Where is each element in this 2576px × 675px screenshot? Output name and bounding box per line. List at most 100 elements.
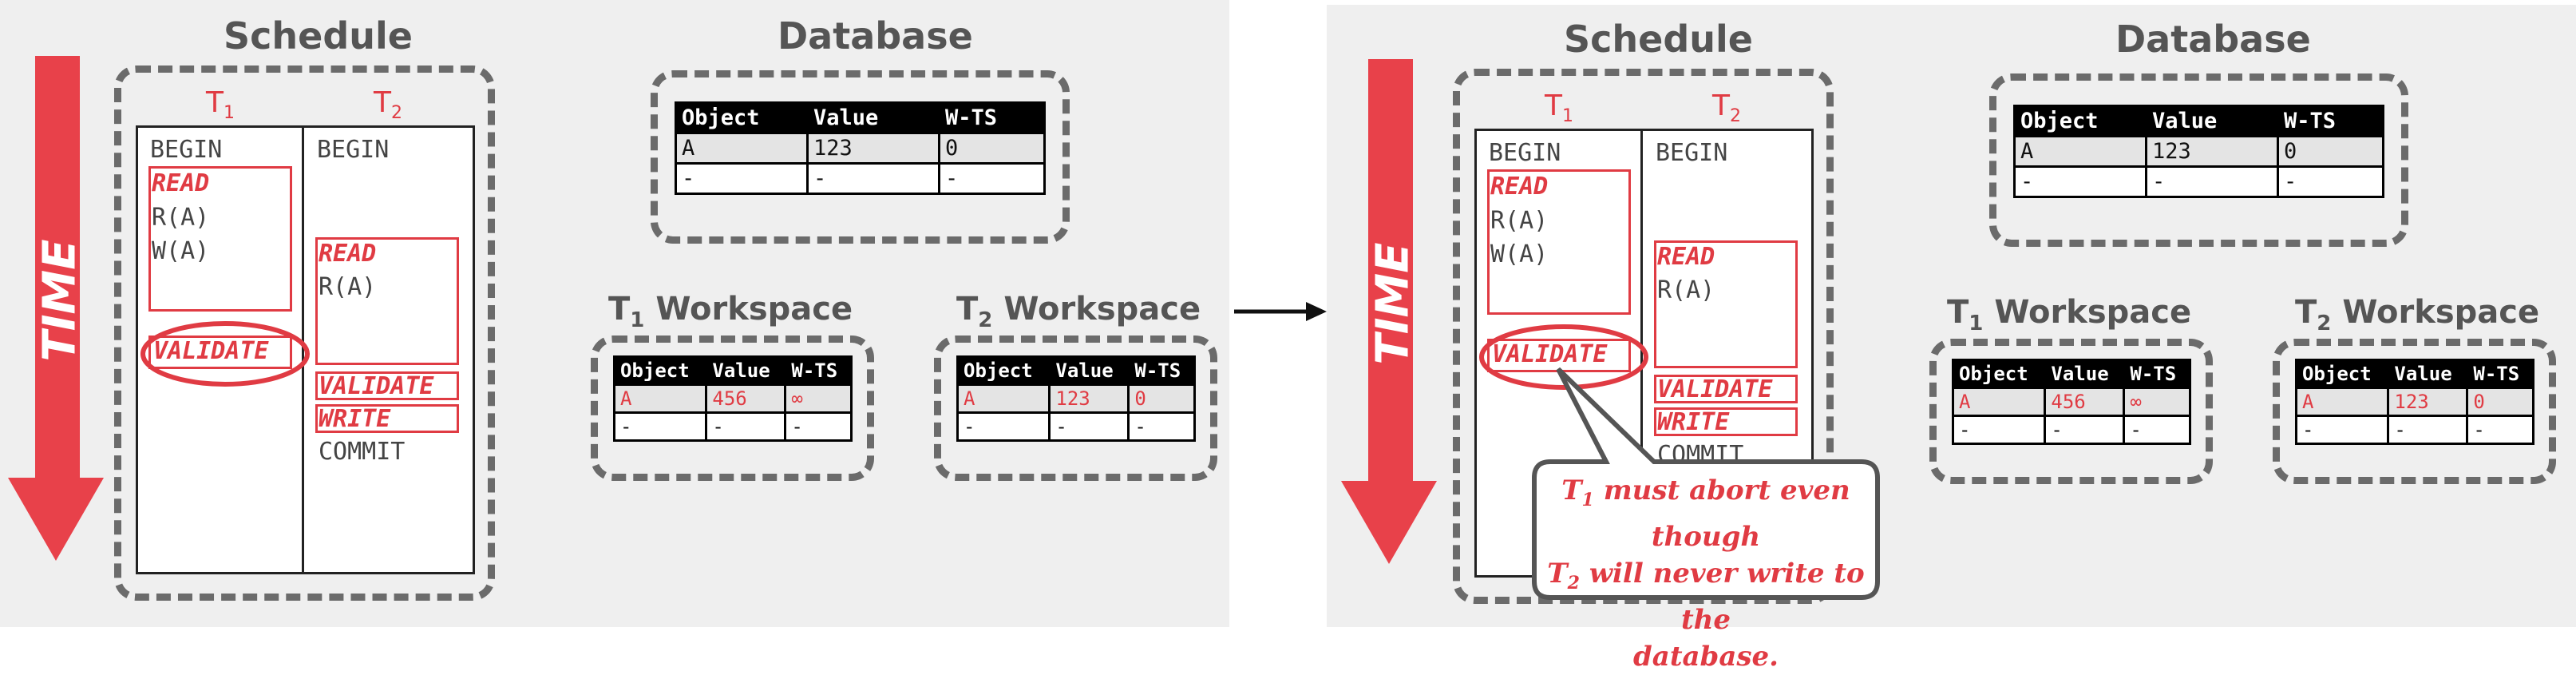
col-object: Object: [1951, 359, 2047, 389]
t1-validate: VALIDATE: [153, 337, 269, 365]
cell: 456: [2044, 387, 2126, 417]
t1-validate-highlight-icon: [1479, 324, 1648, 390]
panel-after: TIME Schedule T1 T2 BEGIN READ R(A) W(A)…: [1327, 5, 2576, 673]
table-row: - - -: [612, 411, 853, 442]
panel-before: TIME Schedule T1 T2 BEGIN READ R(A) W(A)…: [0, 0, 1229, 627]
t1-workspace-table: Object Value W-TS A 456 ∞ - - -: [612, 355, 853, 442]
t2-write: WRITE: [319, 405, 391, 433]
t1-write-a: W(A): [1490, 240, 1549, 268]
table-header-row: Object Value W-TS: [2294, 359, 2534, 389]
t2-header: T2: [374, 86, 402, 124]
cell: 0: [2466, 387, 2534, 417]
database-frame: [1989, 73, 2408, 247]
time-label: TIME: [1367, 242, 1419, 365]
database-title: Database: [2115, 18, 2311, 61]
time-arrow-icon: [1341, 59, 1437, 564]
cell: ∞: [2123, 387, 2191, 417]
t2-write: WRITE: [1657, 408, 1730, 436]
col-object: Object: [2294, 359, 2390, 389]
t2-workspace-table: Object Value W-TS A 123 0 - - -: [2294, 359, 2534, 445]
col-wts: W-TS: [2466, 359, 2534, 389]
col-object: Object: [675, 101, 809, 134]
t1-read: READ: [1490, 173, 1549, 201]
col-value: Value: [806, 101, 940, 134]
callout-line-2: T2 will never write to the: [1547, 557, 1865, 636]
callout-line-3: database.: [1633, 640, 1779, 673]
schedule-title: Schedule: [224, 14, 413, 58]
cell: -: [1127, 411, 1196, 442]
time-arrow-icon: [8, 56, 104, 561]
t2-begin: BEGIN: [317, 136, 390, 164]
database-table: Object Value W-TS A 123 0 - - -: [675, 101, 1046, 195]
schedule-divider: [302, 125, 304, 574]
col-wts: W-TS: [2123, 359, 2191, 389]
cell: -: [612, 411, 708, 442]
col-wts: W-TS: [938, 101, 1046, 134]
t2-header: T2: [1712, 89, 1741, 127]
cell: -: [2044, 415, 2126, 445]
t2-read-a: R(A): [319, 273, 377, 301]
table-row: - - -: [1951, 415, 2191, 445]
t2-begin: BEGIN: [1656, 139, 1728, 167]
cell: A: [956, 383, 1051, 414]
t2-validate-box: [1654, 375, 1798, 403]
t1-validate-box: [148, 336, 292, 369]
t2-read: READ: [1657, 243, 1715, 271]
callout-line-1: T1 must abort even though: [1561, 474, 1850, 553]
cell: -: [2277, 165, 2384, 198]
t2-read-box: [1654, 240, 1798, 368]
cell: 123: [2387, 387, 2469, 417]
t1-header: T1: [206, 86, 235, 124]
t1-header: T1: [1545, 89, 1573, 127]
col-wts: W-TS: [784, 355, 853, 386]
t2-commit: COMMIT: [319, 438, 406, 466]
table-row: A 123 0: [956, 383, 1196, 414]
cell: 123: [2145, 135, 2279, 168]
t1-begin: BEGIN: [150, 136, 223, 164]
t1-validate-highlight-icon: [140, 321, 310, 387]
cell: -: [938, 162, 1046, 195]
table-row: - - -: [2013, 165, 2384, 198]
t1-workspace-frame: [1929, 339, 2213, 484]
table-header-row: Object Value W-TS: [956, 355, 1196, 386]
t2-write-box: [1654, 407, 1798, 436]
database-frame: [651, 70, 1070, 244]
cell: ∞: [784, 383, 853, 414]
t2-write-box: [315, 404, 459, 433]
cell: 0: [938, 132, 1046, 165]
table-header-row: Object Value W-TS: [1951, 359, 2191, 389]
t1-write-a: W(A): [152, 237, 210, 265]
cell: -: [956, 411, 1051, 442]
table-row: A 123 0: [675, 132, 1046, 165]
t2-workspace-title: T2 Workspace: [956, 291, 1201, 332]
table-row: A 123 0: [2294, 387, 2534, 417]
time-label: TIME: [34, 239, 86, 362]
col-value: Value: [705, 355, 787, 386]
table-row: A 456 ∞: [1951, 387, 2191, 417]
col-object: Object: [956, 355, 1051, 386]
col-value: Value: [2044, 359, 2126, 389]
table-row: - - -: [956, 411, 1196, 442]
t1-workspace-title: T1 Workspace: [1947, 294, 2192, 336]
col-value: Value: [1048, 355, 1130, 386]
table-row: - - -: [2294, 415, 2534, 445]
t1-validate: VALIDATE: [1492, 340, 1608, 368]
cell: 123: [1048, 383, 1130, 414]
t2-validate: VALIDATE: [319, 372, 434, 400]
cell: 123: [806, 132, 940, 165]
cell: -: [1048, 411, 1130, 442]
t2-read-a: R(A): [1657, 276, 1715, 304]
schedule-frame: [114, 66, 495, 601]
schedule-frame: [1453, 69, 1834, 604]
col-object: Object: [612, 355, 708, 386]
cell: A: [2294, 387, 2390, 417]
cell: -: [2013, 165, 2147, 198]
cell: -: [784, 411, 853, 442]
cell: -: [1951, 415, 2047, 445]
table-row: - - -: [675, 162, 1046, 195]
cell: A: [612, 383, 708, 414]
cell: -: [2145, 165, 2279, 198]
t2-validate: VALIDATE: [1657, 375, 1773, 403]
t2-workspace-frame: [934, 336, 1217, 481]
table-header-row: Object Value W-TS: [2013, 105, 2384, 137]
